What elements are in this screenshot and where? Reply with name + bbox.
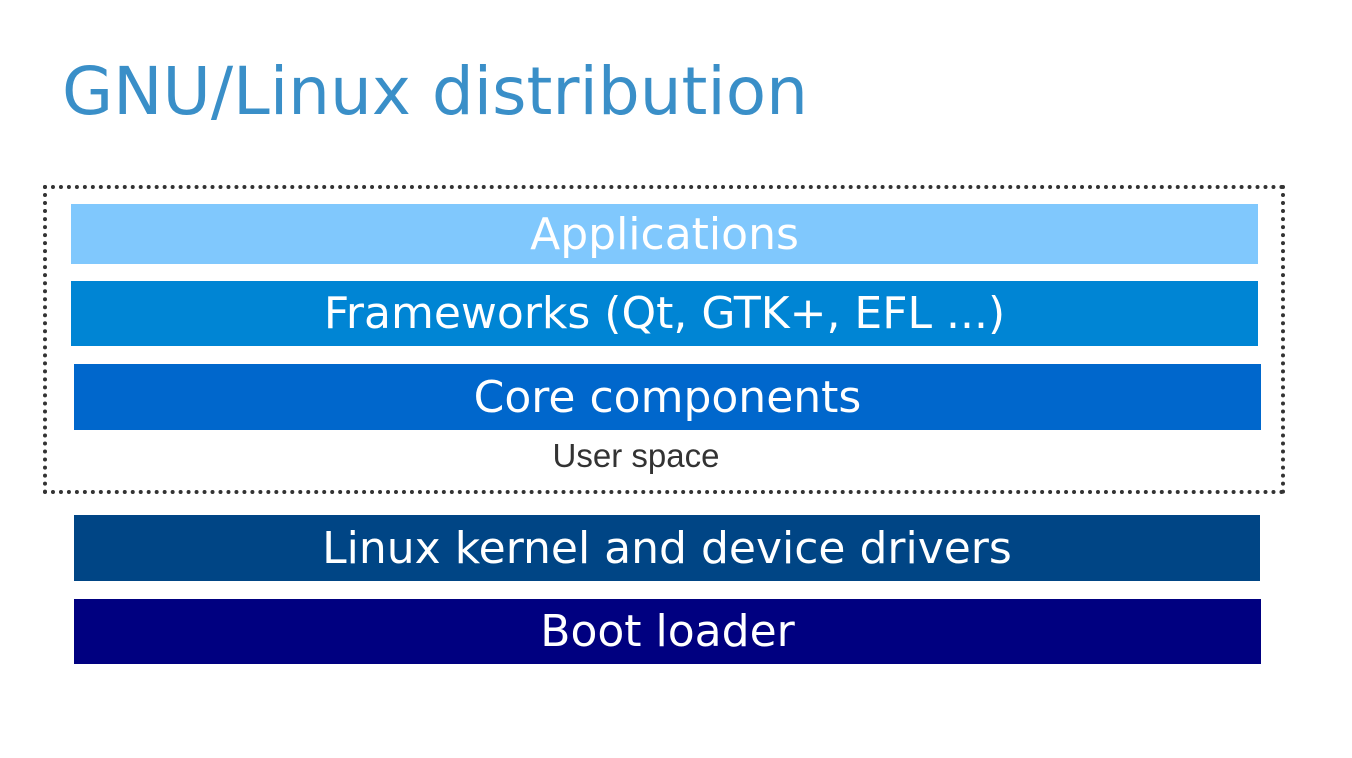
layer-frameworks: Frameworks (Qt, GTK+, EFL ...) [71, 281, 1258, 346]
layer-linux-kernel: Linux kernel and device drivers [74, 515, 1260, 581]
layer-applications: Applications [71, 204, 1258, 264]
user-space-label: User space [552, 437, 720, 474]
user-space-boundary [43, 185, 1285, 494]
layer-core-components: Core components [74, 364, 1261, 430]
diagram-title: GNU/Linux distribution [62, 53, 808, 130]
layer-boot-loader: Boot loader [74, 599, 1261, 664]
